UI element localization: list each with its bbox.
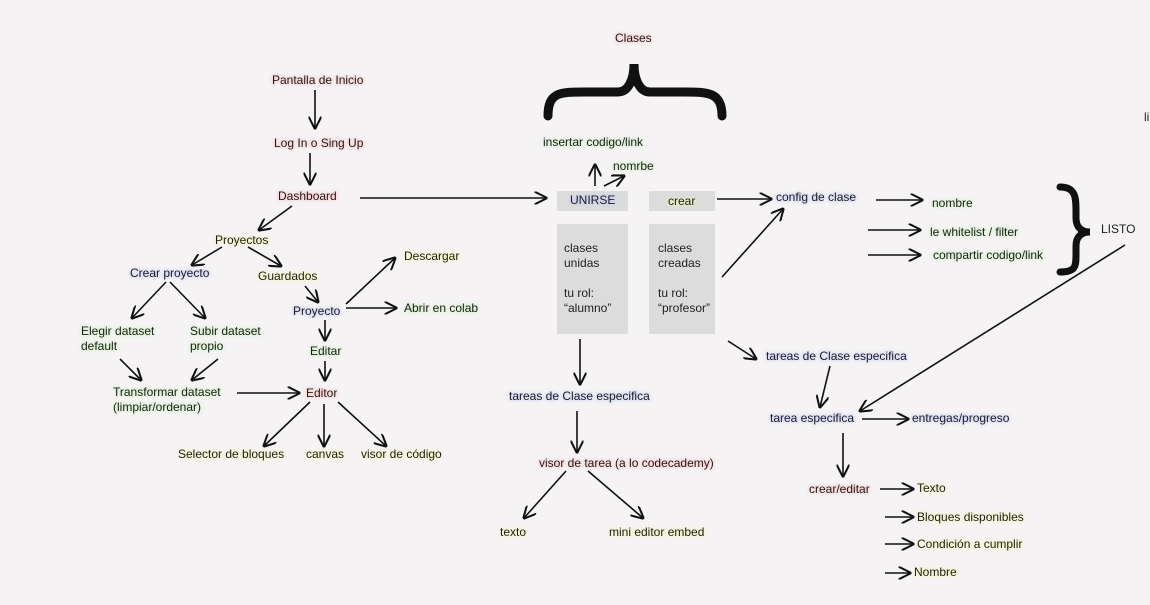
created-classes-text: clases creadas tu rol: “profesor”: [658, 241, 711, 315]
arrow-created-config: [721, 209, 783, 278]
mini-editor-node: mini editor embed: [609, 525, 705, 539]
arrow-viewer-text: [524, 470, 567, 518]
done-label: LISTO: [1101, 222, 1136, 236]
arrow-listo-task: [860, 244, 1126, 411]
transform-dataset-node: Transformar dataset (limpiar/ordenar): [113, 385, 221, 414]
arrow-upload-transform: [192, 358, 219, 380]
home-screen-node: Pantalla de Inicio: [272, 73, 364, 87]
classes-title: Clases: [615, 31, 652, 45]
arrow-project-download: [345, 258, 395, 305]
class-config-node: config de clase: [776, 190, 857, 204]
block-selector-node: Selector de bloques: [178, 447, 285, 461]
arrow-editor-viewer: [337, 401, 386, 446]
submissions-node: entregas/progreso: [912, 411, 1010, 425]
arrow-create-choose: [132, 281, 167, 318]
option-name-node: Nombre: [914, 565, 957, 579]
listo-brace-shape: [1056, 183, 1091, 276]
open-colab-node: Abrir en colab: [404, 301, 479, 315]
task-viewer-node: visor de tarea (a lo codecademy): [539, 456, 714, 470]
join-box: [557, 191, 628, 211]
arrow-viewer-editor: [587, 470, 643, 518]
arrow-editor-blocks: [264, 401, 311, 446]
joined-classes-text: clases unidas tu rol: “alumno”: [564, 241, 612, 315]
dashboard-node: Dashboard: [278, 189, 337, 203]
joined-classes-box: [557, 224, 628, 334]
share-node: compartir codigo/link: [933, 248, 1044, 262]
option-blocks-node: Bloques disponibles: [917, 510, 1024, 524]
arrow-join-name: [603, 176, 624, 186]
editor-node: Editor: [306, 386, 338, 400]
upload-dataset-node: Subir dataset propio: [190, 324, 261, 353]
choose-dataset-node: Elegir dataset default: [81, 324, 155, 353]
insert-code-node: insertar codigo/link: [543, 135, 644, 149]
create-project-node: Crear proyecto: [130, 266, 210, 280]
arrow-create-upload: [169, 281, 205, 318]
classes-brace-shape: [543, 63, 727, 121]
arrow-projects-saved: [247, 246, 281, 266]
text-node: texto: [500, 525, 527, 539]
whitelist-node: le whitelist / filter: [930, 225, 1019, 239]
login-node: Log In o Sing Up: [274, 136, 364, 150]
edit-node: Editar: [310, 344, 342, 358]
arrow-saved-project: [304, 285, 318, 302]
arrow-choose-transform: [119, 358, 141, 380]
name-typo-node: nomrbe: [613, 159, 654, 173]
arrow-projects-create: [192, 246, 223, 265]
create-edit-node: crear/editar: [809, 482, 870, 496]
arrow-created-tasks: [727, 340, 756, 359]
option-condition-node: Condición a cumplir: [917, 537, 1023, 551]
create-box: [649, 191, 715, 211]
option-text-node: Texto: [917, 481, 946, 495]
student-tasks-node: tareas de Clase especifica: [509, 389, 650, 403]
create-node: crear: [668, 194, 696, 208]
name-node: nombre: [932, 196, 973, 210]
specific-task-node: tarea especifica: [770, 411, 855, 425]
join-node: UNIRSE: [570, 193, 616, 207]
canvas-node: canvas: [306, 447, 345, 461]
arrow-dashboard-projects: [259, 205, 293, 230]
projects-node: Proyectos: [215, 233, 269, 247]
saved-node: Guardados: [258, 269, 318, 283]
download-node: Descargar: [404, 249, 460, 263]
code-viewer-node: visor de código: [361, 447, 442, 461]
created-classes-box: [649, 224, 715, 334]
class-tasks-node: tareas de Clase especifica: [766, 349, 907, 363]
arrow-tasks-specific: [820, 365, 831, 407]
project-node: Proyecto: [293, 304, 341, 318]
cut-off-text: li: [1144, 110, 1150, 124]
